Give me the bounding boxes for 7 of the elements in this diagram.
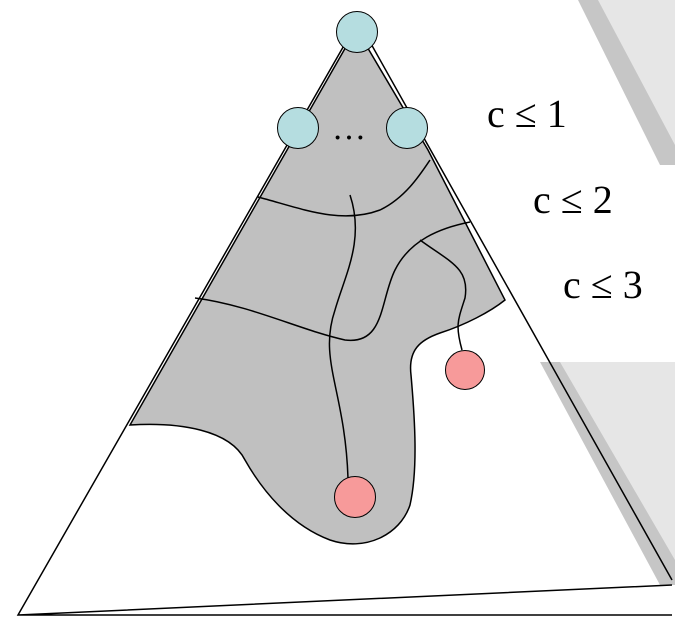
constraint-label: c ≤ 2: [533, 180, 613, 220]
constraint-label: c ≤ 1: [487, 94, 567, 134]
constraint-label: c ≤ 3: [563, 265, 643, 305]
circle-node: [277, 107, 319, 149]
circle-node: [445, 350, 485, 390]
circle-node: [336, 11, 378, 53]
ellipsis: …: [332, 112, 366, 146]
